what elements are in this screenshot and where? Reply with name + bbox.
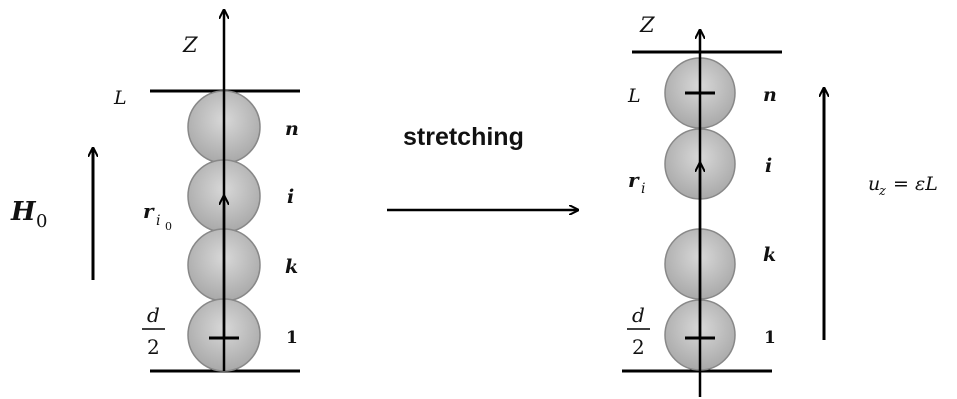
right-chain: Z L n i k 1 r i d 2 u z = εL: [622, 13, 938, 397]
transition: stretching: [387, 123, 578, 210]
left-half-diameter-label: d 2: [142, 303, 165, 359]
left-r-sub-sub: 0: [165, 220, 172, 233]
left-d-denominator: 2: [147, 335, 160, 359]
right-label-1: 1: [764, 328, 776, 348]
left-r-symbol: r: [143, 199, 155, 223]
left-label-k: k: [285, 256, 298, 278]
right-r-sub: i: [641, 181, 645, 197]
left-d-numerator: d: [147, 303, 160, 327]
left-chain: Z L n i k 1 r i 0 d 2 H 0: [10, 10, 300, 373]
field-h-sub: 0: [36, 211, 47, 232]
left-label-i: i: [287, 186, 294, 208]
left-label-n: n: [285, 118, 299, 140]
displacement-label: u z = εL: [868, 173, 938, 199]
right-axis-label: Z: [639, 13, 655, 37]
left-top-label: L: [113, 87, 127, 109]
left-position-label: r i 0: [143, 199, 172, 233]
right-top-label: L: [627, 85, 641, 107]
right-d-numerator: d: [632, 303, 645, 327]
right-half-diameter-label: d 2: [627, 303, 650, 359]
right-position-label: r i: [628, 168, 645, 197]
displacement-u: u: [868, 173, 880, 195]
right-r-symbol: r: [628, 168, 640, 192]
right-label-k: k: [763, 244, 776, 266]
right-label-n: n: [763, 84, 777, 106]
field-label: H 0: [10, 197, 47, 232]
displacement-sub: z: [878, 184, 886, 199]
left-r-sub: i: [156, 213, 160, 229]
left-axis-label: Z: [182, 33, 198, 57]
left-label-1: 1: [286, 328, 298, 348]
right-label-i: i: [765, 155, 772, 177]
right-d-denominator: 2: [632, 335, 645, 359]
stretching-label: stretching: [403, 123, 524, 151]
displacement-equation: = εL: [887, 173, 938, 195]
field-h-symbol: H: [10, 197, 37, 227]
